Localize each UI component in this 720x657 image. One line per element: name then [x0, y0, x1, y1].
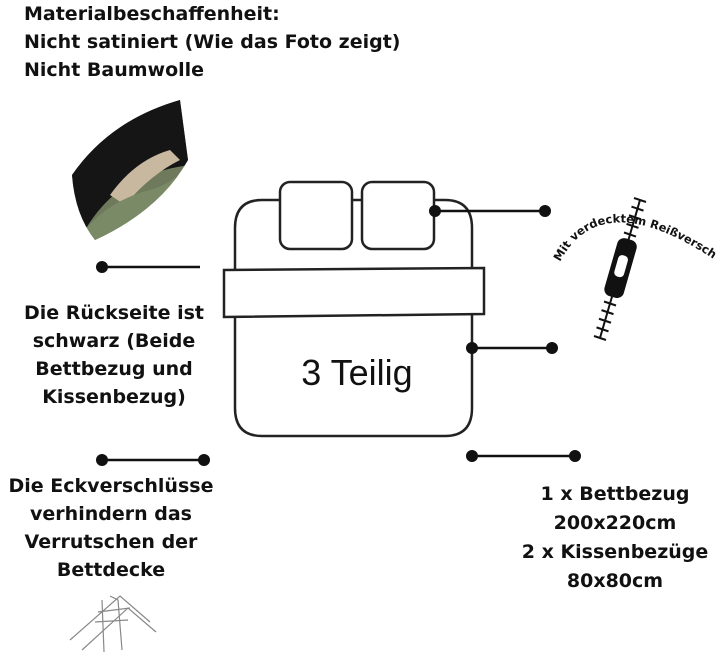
zipper-icon [593, 197, 647, 341]
corners-info: Die Eckverschlüsse verhindern das Verrut… [0, 472, 222, 584]
zipper-tooth [628, 214, 642, 221]
zipper-tooth [631, 205, 644, 212]
zipper-tooth [626, 222, 639, 229]
corners-line-4: Bettdecke [56, 559, 166, 581]
backside-line-2: schwarz (Beide [32, 330, 196, 352]
backside-info: Die Rückseite ist schwarz (Beide Bettbez… [0, 299, 228, 411]
zipper-tooth [633, 197, 647, 203]
corners-line-1: Die Eckverschlüsse [8, 475, 214, 497]
corners-line-3: Verrutschen der [24, 531, 198, 553]
bed-icon [222, 180, 486, 438]
material-info: Materialbeschaffenheit: Nicht satiniert … [24, 0, 400, 84]
zipper-tooth [593, 335, 607, 341]
material-line-3: Nicht Baumwolle [24, 59, 205, 81]
contents-line-4: 80x80cm [566, 570, 664, 592]
corners-line-2: verhindern das [30, 503, 192, 525]
contents-info: 1 x Bettbezug 200x220cm 2 x Kissenbezüge… [500, 480, 720, 596]
backside-line-4: Kissenbezug) [42, 386, 186, 408]
backside-line-3: Bettbezug und [35, 358, 193, 380]
contents-line-3: 2 x Kissenbezüge [521, 541, 709, 563]
corner-strap-icon [69, 595, 157, 653]
material-line-1: Materialbeschaffenheit: [24, 3, 280, 25]
zipper-tooth [596, 326, 609, 333]
backside-line-1: Die Rückseite ist [23, 302, 205, 324]
connector-lines [96, 205, 581, 466]
contents-line-1: 1 x Bettbezug [540, 483, 690, 505]
zipper-tooth [601, 309, 614, 316]
zipper-tooth [603, 300, 617, 307]
contents-line-2: 200x220cm [553, 512, 677, 534]
material-line-2: Nicht satiniert (Wie das Foto zeigt) [24, 31, 401, 53]
zipper-tooth [623, 231, 637, 238]
zipper-tooth [598, 317, 612, 324]
fabric-swatch-icon [72, 100, 188, 240]
bed-label: 3 Teilig [301, 352, 412, 393]
